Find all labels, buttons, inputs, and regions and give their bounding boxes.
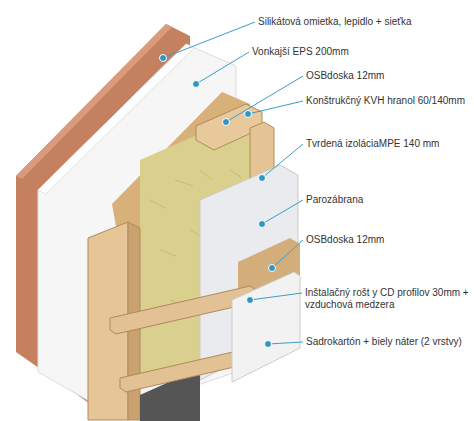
callout-label: OSBdoska 12mm: [306, 234, 384, 246]
callout-label: Sadrokartón + biely náter (2 vrstvy): [306, 336, 462, 348]
leader-line: [262, 200, 303, 224]
callout-label: Konštrukčný KVH hranol 60/140mm: [306, 95, 465, 107]
leader-dot: [223, 119, 230, 126]
leader-line: [250, 293, 302, 300]
leader-dot: [265, 341, 272, 348]
leader-line: [262, 144, 303, 178]
callout-label: OSBdoska 12mm: [306, 70, 384, 82]
leader-dot: [245, 111, 252, 118]
leader-line: [248, 101, 303, 114]
callout-label: Inštalačný rošt y CD profilov 30mm + vzd…: [305, 287, 470, 311]
leader-dot: [259, 175, 266, 182]
callout-label: Tvrdená izoláciaMPE 140 mm: [306, 138, 439, 150]
callout-label: Parozábrana: [306, 194, 363, 206]
leader-dot: [247, 297, 254, 304]
leader-line: [272, 240, 303, 268]
leader-dot: [193, 81, 200, 88]
leader-line: [226, 76, 303, 122]
leader-line: [196, 52, 249, 84]
leader-line: [268, 342, 303, 344]
callout-label: Vonkajší EPS 200mm: [252, 46, 349, 58]
callout-label: Silikátová omietka, lepidlo + sieťka: [258, 16, 412, 28]
leader-dot: [259, 221, 266, 228]
leader-dot: [160, 55, 167, 62]
leader-dot: [269, 265, 276, 272]
leader-line: [163, 22, 255, 58]
